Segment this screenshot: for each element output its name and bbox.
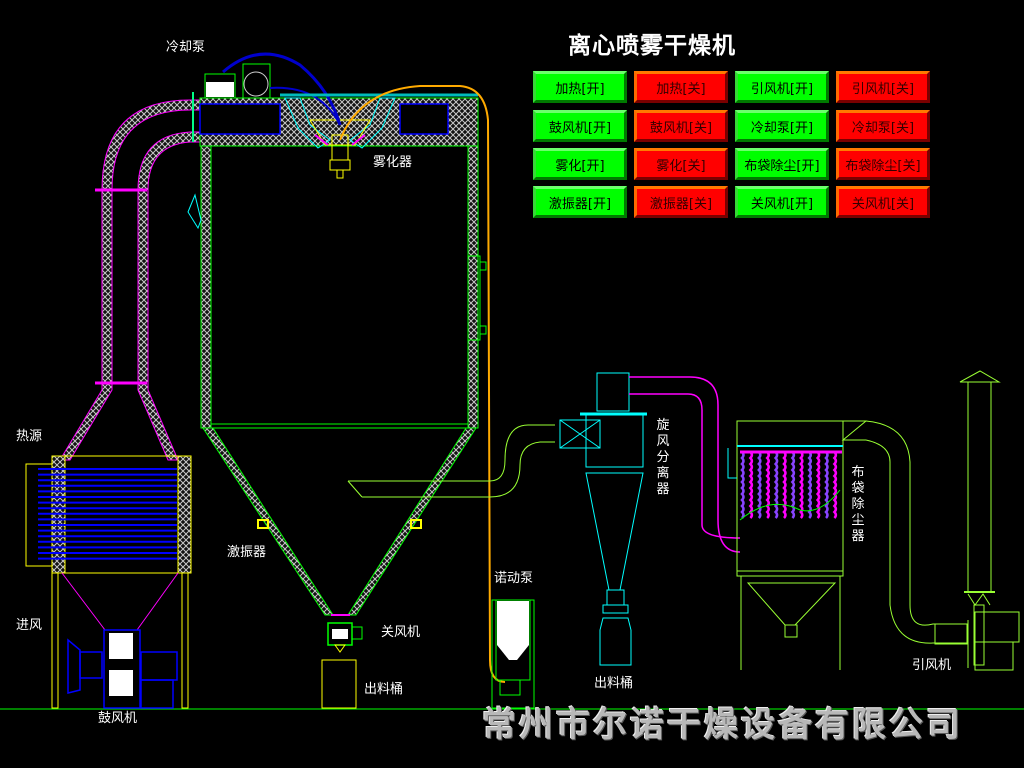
filter-bag (765, 451, 770, 519)
label-vibrator: 激振器 (227, 545, 267, 560)
filter-to-fan-duct (865, 420, 968, 644)
company-name: 常州市尔诺干燥设备有限公司 (482, 705, 963, 745)
blower (67, 629, 178, 709)
label-heat-source: 热源 (16, 429, 43, 444)
filter-bag (740, 451, 745, 519)
label-exhaust-fan: 引风机 (912, 658, 952, 673)
control-button-off[interactable]: 雾化[关] (634, 148, 728, 180)
control-button-off[interactable]: 引风机[关] (836, 71, 930, 103)
control-button-on[interactable]: 雾化[开] (533, 148, 627, 180)
exhaust-stack (959, 370, 1001, 666)
control-button-off[interactable]: 关风机[关] (836, 186, 930, 218)
filter-bag (815, 451, 821, 519)
cooling-pump (204, 52, 478, 126)
control-button-off[interactable]: 布袋除尘[关] (836, 148, 930, 180)
cyclone (559, 372, 647, 666)
hot-air-duct (59, 92, 201, 461)
filter-bag (807, 451, 812, 519)
filter-bag (782, 451, 787, 519)
label-cooling-pump: 冷却泵 (166, 40, 206, 55)
rotary-valve (327, 622, 363, 653)
filter-bag (824, 451, 829, 519)
control-button-on[interactable]: 关风机[开] (735, 186, 829, 218)
control-button-on[interactable]: 加热[开] (533, 71, 627, 103)
label-peristaltic-pump: 诺动泵 (494, 571, 534, 586)
label-air-inlet: 进风 (16, 618, 43, 633)
page-title: 离心喷雾干燥机 (568, 33, 736, 59)
filter-bag (790, 451, 796, 519)
control-button-off[interactable]: 冷却泵[关] (836, 110, 930, 142)
control-button-on[interactable]: 冷却泵[开] (735, 110, 829, 142)
atomizer (284, 97, 396, 179)
label-blower: 鼓风机 (98, 711, 138, 726)
heater (25, 455, 192, 709)
filter-bag (748, 451, 754, 519)
discharge-bin-1 (321, 659, 357, 709)
filter-bag (757, 451, 762, 519)
control-button-off[interactable]: 加热[关] (634, 71, 728, 103)
label-bag-filter: 布袋除尘器 (851, 465, 865, 544)
label-cyclone: 旋风分离器 (656, 418, 670, 497)
control-button-on[interactable]: 引风机[开] (735, 71, 829, 103)
peristaltic-pump (491, 599, 535, 709)
filter-bag (832, 451, 838, 519)
filter-bag (773, 451, 779, 519)
label-discharge-bin-2: 出料桶 (594, 676, 634, 691)
cyclone-to-filter-duct (629, 376, 741, 553)
control-button-off[interactable]: 鼓风机[关] (634, 110, 728, 142)
control-button-off[interactable]: 激振器[关] (634, 186, 728, 218)
label-atomizer: 雾化器 (373, 155, 413, 170)
label-rotary-valve: 关风机 (381, 625, 421, 640)
bag-filter (727, 420, 868, 670)
exhaust-fan (934, 611, 1020, 671)
control-button-on[interactable]: 激振器[开] (533, 186, 627, 218)
control-button-on[interactable]: 鼓风机[开] (533, 110, 627, 142)
label-discharge-bin-1: 出料桶 (364, 682, 404, 697)
control-button-on[interactable]: 布袋除尘[开] (735, 148, 829, 180)
filter-bag (799, 451, 804, 519)
outlet-duct (347, 424, 555, 498)
